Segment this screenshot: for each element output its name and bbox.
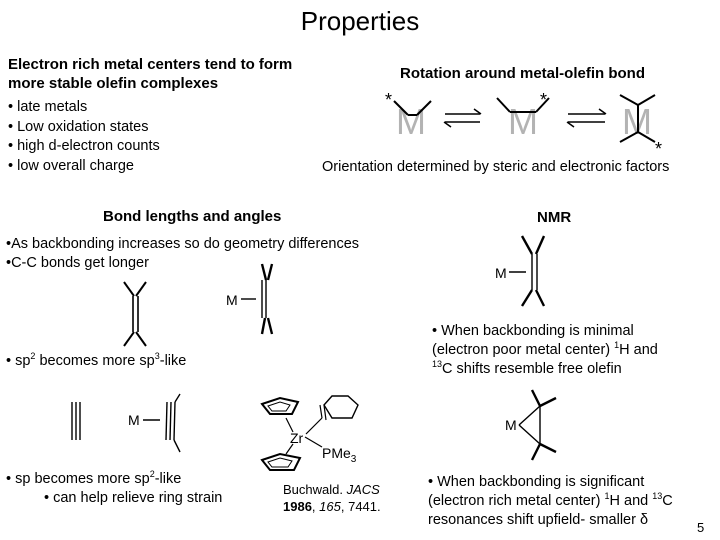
- nmr-significant-text: • When backbonding is significant (elect…: [428, 473, 673, 530]
- backbonding-bullets: •As backbonding increases so do geometry…: [6, 235, 359, 273]
- metal-label-alkyne: M: [128, 412, 140, 428]
- sp-sup: 2: [149, 469, 155, 480]
- olefin-structure-1: M *: [385, 90, 432, 142]
- equilibrium-arrows-1: [443, 108, 482, 128]
- bullet-cc-longer: •C-C bonds get longer: [6, 255, 149, 271]
- pme3-text: PMe: [322, 445, 351, 461]
- sp2-sup2: 3: [154, 351, 160, 362]
- zr-metal: Zr: [290, 430, 304, 446]
- citation-author: Buchwald.: [283, 482, 347, 497]
- nmr-minimal-sup1: 1: [614, 340, 620, 351]
- sp-pre: • sp becomes more sp: [6, 471, 150, 487]
- star-2: *: [540, 90, 547, 110]
- nmr-significant-sup2: 13: [652, 491, 663, 502]
- pme3-label: PMe3: [322, 445, 357, 465]
- nmr-minimal-line1: • When backbonding is minimal: [432, 323, 634, 339]
- nmr-metallacyclopropane: M: [505, 389, 557, 461]
- nmr-minimal-text: • When backbonding is minimal (electron …: [432, 322, 658, 379]
- nmr-minimal-sup2: 13: [432, 359, 443, 370]
- page-title: Properties: [300, 6, 420, 36]
- olefin-structure-2: M *: [496, 90, 550, 142]
- metal-symbol-2: M: [508, 101, 538, 142]
- metal-label-bond: M: [226, 292, 238, 308]
- sp2-post: -like: [159, 353, 187, 369]
- sp2-bullet: • sp2 becomes more sp3-like: [6, 352, 186, 371]
- nmr-significant-line2-mid: H and: [609, 493, 653, 509]
- citation-year: 1986: [283, 499, 312, 514]
- star-3: *: [655, 139, 662, 159]
- equilibrium-arrows-2: [566, 108, 607, 128]
- nmr-minimal-line2: (electron poor metal center): [432, 342, 615, 358]
- orientation-caption: Orientation determined by steric and ele…: [322, 159, 670, 175]
- sp-post: -like: [154, 471, 182, 487]
- free-olefin: [123, 281, 147, 347]
- pme3-subscript: 3: [351, 454, 357, 465]
- citation: Buchwald. JACS 1986, 165, 7441.: [283, 482, 381, 514]
- nmr-significant-line3: resonances shift upfield- smaller δ: [428, 512, 649, 528]
- bullet-d-electron: • high d-electron counts: [8, 138, 160, 154]
- sp-bullet: • sp becomes more sp2-like: [6, 470, 181, 489]
- nmr-significant-line1: • When backbonding is significant: [428, 474, 645, 490]
- bullet-geometry-differences: •As backbonding increases so do geometry…: [6, 236, 360, 252]
- ring-strain-bullet: • can help relieve ring strain: [44, 490, 223, 506]
- nmr-heading: NMR: [537, 209, 572, 226]
- star-1: *: [385, 90, 392, 110]
- citation-page: , 7441.: [340, 499, 381, 514]
- page-number: 5: [697, 520, 705, 535]
- bullet-overall-charge: • low overall charge: [8, 157, 134, 174]
- olefin-structure-3: M *: [619, 94, 662, 159]
- left-heading-line2: more stable olefin complexes: [8, 75, 219, 92]
- metal-label-nmr-1: M: [495, 265, 507, 281]
- properties-bullets: • late metals • Low oxidation states • h…: [8, 98, 160, 176]
- sp2-mid: becomes more sp: [35, 353, 155, 369]
- citation-volume: 165: [319, 499, 341, 514]
- metal-olefin-complex: M: [226, 263, 274, 335]
- bullet-low-oxidation: • Low oxidation states: [8, 118, 149, 135]
- nmr-olefin-complex: M: [495, 235, 546, 307]
- rotation-heading: Rotation around metal-olefin bond: [400, 65, 645, 82]
- metal-label-nmr-2: M: [505, 417, 517, 433]
- nmr-significant-sup1: 1: [604, 491, 610, 502]
- metal-alkyne-complex: M: [128, 393, 181, 453]
- sp2-sup1: 2: [30, 351, 36, 362]
- nmr-significant-line2-pre: (electron rich metal center): [428, 493, 605, 509]
- bullet-late-metals: • late metals: [8, 99, 88, 115]
- nmr-minimal-h: H and: [619, 342, 658, 358]
- sp2-pre: • sp: [6, 353, 31, 369]
- nmr-significant-line2-post: C: [662, 493, 673, 509]
- zr-label: Zr: [290, 430, 304, 446]
- bond-lengths-heading: Bond lengths and angles: [103, 208, 282, 225]
- zirconocene-complex: Zr PMe3: [260, 395, 359, 471]
- left-heading-line1: Electron rich metal centers tend to form: [8, 56, 293, 73]
- left-heading: Electron rich metal centers tend to form…: [8, 55, 292, 93]
- nmr-minimal-line3: C shifts resemble free olefin: [442, 361, 622, 377]
- free-alkyne: [71, 402, 81, 440]
- citation-journal: JACS: [346, 482, 380, 497]
